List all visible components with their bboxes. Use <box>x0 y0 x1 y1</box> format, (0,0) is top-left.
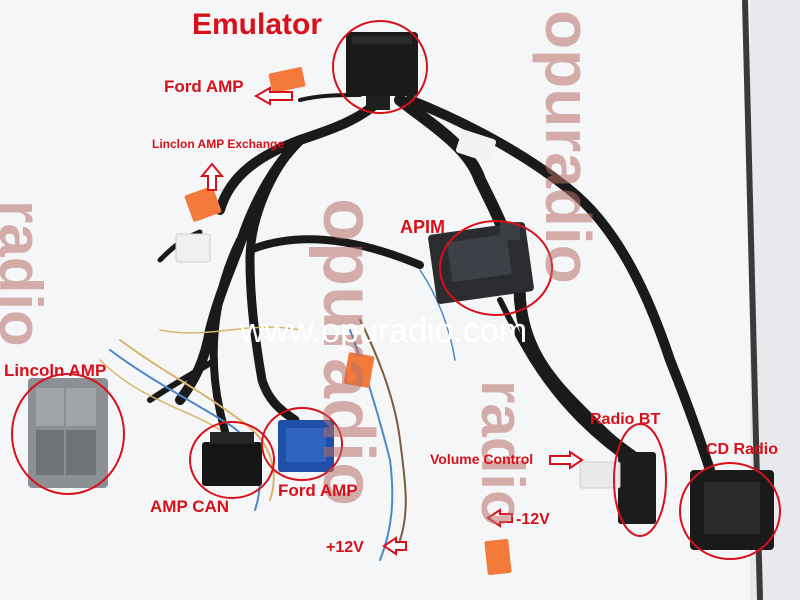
label-emulator: Emulator <box>192 8 323 41</box>
label-ford-amp-top: Ford AMP <box>164 77 244 96</box>
label-cd-radio: CD Radio <box>706 441 778 458</box>
label-volume-control: Volume Control <box>430 451 534 467</box>
label-ford-amp-bottom: Ford AMP <box>278 481 358 500</box>
label-radio-bt: Radio BT <box>590 411 661 428</box>
watermark-brand-top-right: opuradio <box>532 10 604 284</box>
label-amp-can: AMP CAN <box>150 497 230 516</box>
label-plus-12v: +12V <box>326 539 364 556</box>
label-lincoln-amp: Lincoln AMP <box>4 361 107 380</box>
watermark-brand-left: radio <box>0 200 54 347</box>
watermark-brand-center: opuradio <box>308 198 388 506</box>
label-minus-12v: -12V <box>516 511 550 528</box>
label-lincoln-amp-exchange: Linclon AMP Exchange <box>152 137 285 151</box>
watermark-url: www.opuradio.com <box>240 312 528 350</box>
label-apim: APIM <box>400 217 445 237</box>
